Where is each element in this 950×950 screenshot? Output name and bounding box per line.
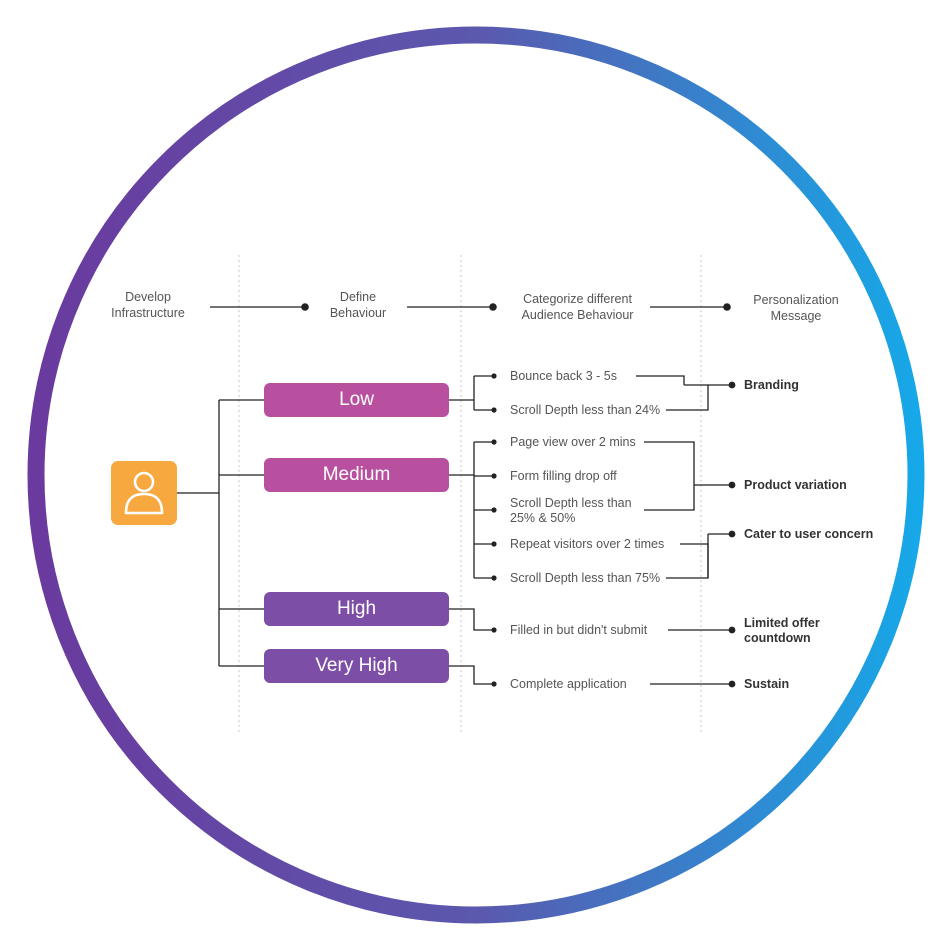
- header-develop-infrastructure: Develop Infrastructure: [111, 290, 185, 320]
- person-icon: [124, 471, 164, 515]
- header-define-behaviour: Define Behaviour: [329, 290, 387, 320]
- behaviour-scroll-24: Scroll Depth less than 24%: [510, 403, 661, 417]
- bullet-dots: [491, 373, 736, 688]
- user-icon: [111, 461, 177, 525]
- message-branding: Branding: [744, 378, 799, 392]
- header-personalization-message: Personalization Message: [753, 293, 839, 323]
- level-high: High: [264, 592, 449, 626]
- header-arrows: [210, 303, 731, 311]
- behaviour-page-view: Page view over 2 mins: [510, 435, 636, 449]
- message-product-variation: Product variation: [744, 478, 847, 492]
- behaviour-bounce-back: Bounce back 3 - 5s: [510, 369, 618, 383]
- level-medium: Medium: [264, 458, 449, 492]
- tree-lines: [177, 375, 732, 685]
- level-very-high: Very High: [264, 649, 449, 683]
- behaviour-filled-not-submit: Filled in but didn't submit: [510, 623, 648, 637]
- message-cater-user-concern: Cater to user concern: [744, 527, 874, 541]
- behaviour-form-drop-off: Form filling drop off: [510, 469, 617, 483]
- behaviour-scroll-25-50: Scroll Depth less than 25% & 50%: [510, 496, 632, 525]
- behaviour-scroll-75: Scroll Depth less than 75%: [510, 571, 661, 585]
- behaviour-repeat-visitors: Repeat visitors over 2 times: [510, 537, 665, 551]
- behaviour-complete-application: Complete application: [510, 677, 627, 691]
- header-categorize-behaviour: Categorize different Audience Behaviour: [521, 292, 634, 322]
- message-sustain: Sustain: [744, 677, 790, 691]
- message-limited-offer: Limited offer countdown: [744, 616, 820, 645]
- level-low: Low: [264, 383, 449, 417]
